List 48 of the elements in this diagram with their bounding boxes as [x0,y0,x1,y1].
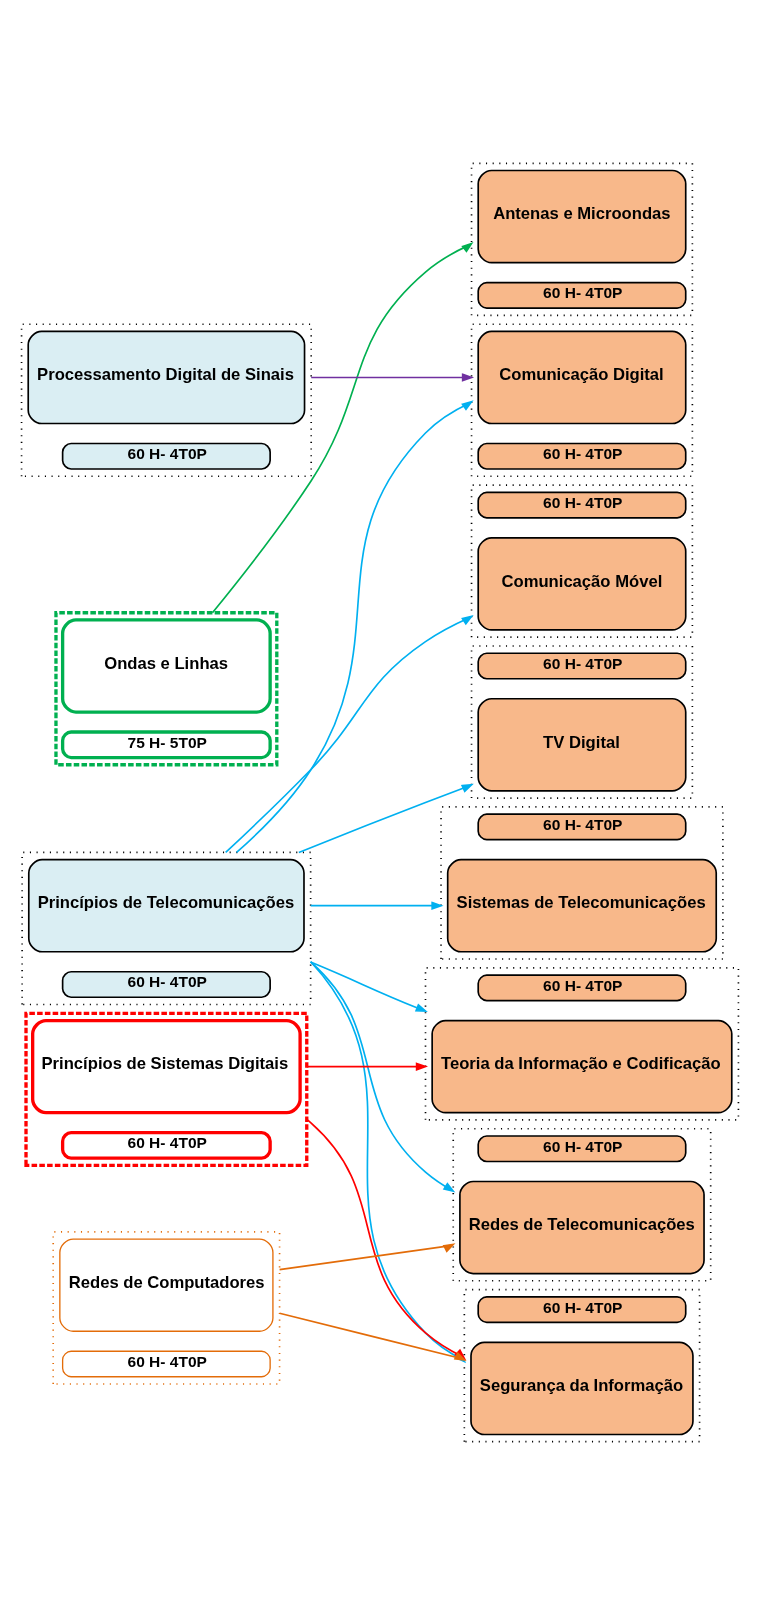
node-box: Antenas e Microondas [477,169,687,264]
arrow [224,614,474,854]
arrow [298,783,474,854]
node-box: Redes de Computadores [59,1238,274,1332]
cluster [24,1011,309,1168]
node-box: 60 H- 4T0P [61,1350,271,1378]
node-box: Sistemas de Telecomunicações [446,858,718,953]
arrow [278,1243,456,1271]
arrow [211,241,474,614]
cluster [470,162,694,317]
node-box: 60 H- 4T0P [61,442,271,470]
arrow [310,373,475,382]
cluster [452,1127,712,1282]
cluster [52,1231,281,1385]
node-box: 60 H- 4T0P [477,1296,687,1324]
node-box: 60 H- 4T0P [477,1135,687,1163]
node-box: 60 H- 4T0P [60,1130,272,1160]
node-box: Princípios de Sistemas Digitais [31,1018,302,1115]
cluster [20,323,313,478]
arrow [309,960,456,1193]
cluster [440,806,724,960]
arrow [235,400,474,854]
cluster [54,611,279,767]
node-box: Segurança da Informação [470,1341,694,1436]
node-box: 60 H- 4T0P [477,491,687,519]
node-box: 60 H- 4T0P [477,813,687,841]
node-box: Princípios de Telecomunicações [27,858,305,953]
cluster [424,967,740,1121]
cluster [470,323,694,478]
cluster [21,851,312,1006]
node-box: Ondas e Linhas [60,618,272,714]
arrow [309,901,444,910]
node-box: Processamento Digital de Sinais [27,330,306,425]
node-box: 60 H- 4T0P [61,970,271,999]
node-box: TV Digital [477,697,687,792]
node-box: Comunicação Móvel [477,537,687,631]
cluster [470,484,694,638]
cluster [470,645,694,799]
cluster [463,1288,701,1443]
arrow [305,1062,428,1071]
node-box: Redes de Telecomunicações [459,1180,705,1275]
node-box: 60 H- 4T0P [477,281,687,309]
node-box: 75 H- 5T0P [60,730,272,760]
node-box: Comunicação Digital [477,330,687,425]
node-box: Teoria da Informação e Codificação [431,1019,733,1114]
node-box: 60 H- 4T0P [477,974,687,1002]
node-box: 60 H- 4T0P [477,442,687,470]
node-box: 60 H- 4T0P [477,652,687,680]
